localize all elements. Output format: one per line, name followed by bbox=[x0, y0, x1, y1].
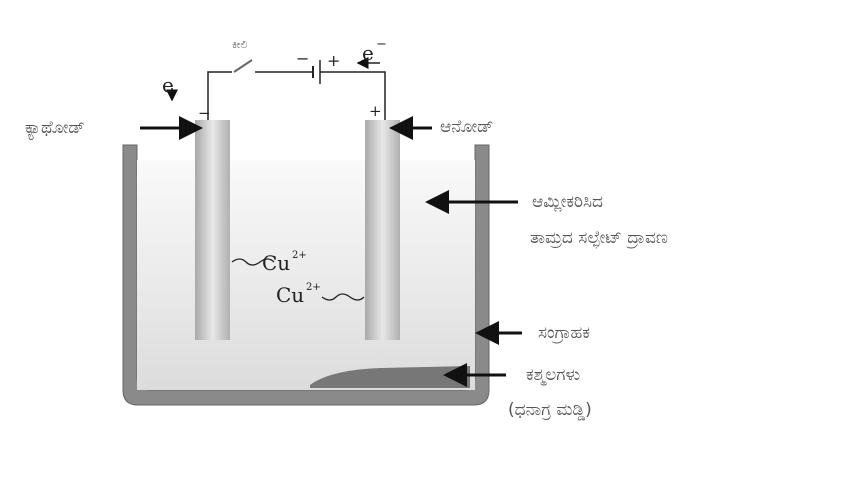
anode-rod bbox=[365, 120, 400, 340]
circuit-wire bbox=[207, 71, 232, 120]
cathode-label: ಕ್ಯಾಥೋಡ್ bbox=[25, 118, 85, 138]
solution-label-line2: ತಾಮ್ರದ ಸಲ್ಫೇಟ್ ದ್ರಾವಣ bbox=[530, 228, 668, 248]
anode-mud bbox=[310, 366, 470, 388]
cathode-sign: − bbox=[198, 104, 211, 122]
key-label: ಕೀಲಿ bbox=[232, 38, 248, 51]
cathode-rod bbox=[195, 120, 230, 340]
impurities-label-line2: (ಧನಾಗ್ರ ಮಡ್ಡಿ) bbox=[508, 400, 592, 420]
electron-label-left: e bbox=[162, 73, 174, 97]
circuit-wire bbox=[320, 71, 386, 120]
copper-ion-2-charge: 2+ bbox=[306, 282, 321, 293]
battery-minus: − bbox=[296, 49, 309, 68]
electron-label-right: e bbox=[362, 41, 374, 65]
copper-ion-2: Cu bbox=[276, 283, 304, 307]
battery-plus: + bbox=[327, 51, 340, 70]
anode-label: ಆನೋಡ್ bbox=[440, 117, 494, 137]
collector-label: ಸಂಗ್ರಾಹಕ bbox=[538, 323, 590, 343]
solution-label-line1: ಆಮ್ಲೀಕರಿಸಿದ bbox=[532, 192, 604, 212]
ion-path-1 bbox=[231, 258, 275, 266]
anode-sign: + bbox=[369, 102, 382, 120]
copper-ion-1-charge: 2+ bbox=[292, 250, 307, 261]
key-switch bbox=[233, 59, 253, 73]
electron-charge: − bbox=[376, 37, 387, 52]
copper-ion-1: Cu bbox=[262, 251, 290, 275]
impurities-label-line1: ಕಶ್ಮಲಗಳು bbox=[526, 365, 581, 385]
electrolyte-solution bbox=[137, 160, 475, 390]
ion-path-2 bbox=[321, 293, 365, 301]
